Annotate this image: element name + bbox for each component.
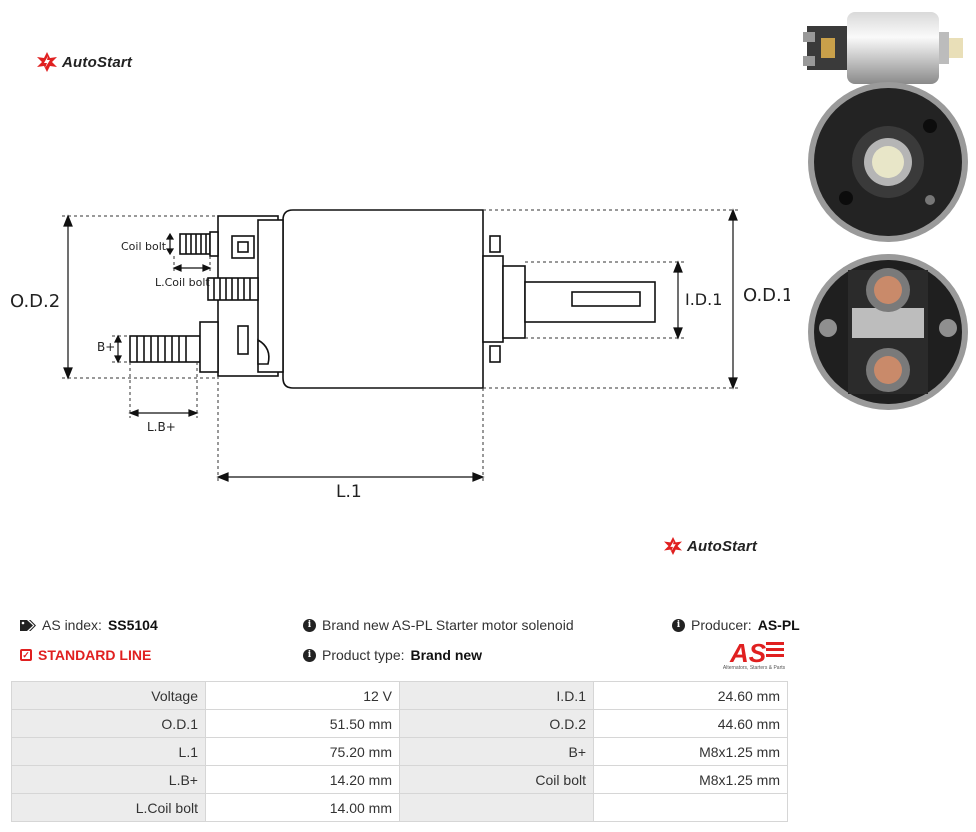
od2-label: O.D.2	[10, 291, 60, 312]
spec-value	[593, 793, 788, 822]
spec-value: 44.60 mm	[593, 709, 788, 738]
as-index-value: SS5104	[107, 617, 158, 633]
spec-value: M8x1.25 mm	[593, 765, 788, 794]
spec-label	[399, 793, 594, 822]
l1-label: L.1	[336, 482, 362, 502]
standard-line-badge: ✓ STANDARD LINE	[20, 647, 151, 663]
product-photo-back	[808, 82, 968, 242]
info-icon: i	[303, 648, 316, 662]
as-index: AS index: SS5104	[20, 617, 158, 633]
spec-value: 51.50 mm	[205, 709, 400, 738]
as-logo-letters: AS	[729, 638, 767, 666]
autostart-logo: AutoStart	[36, 52, 132, 72]
logo-text: AutoStart	[62, 53, 133, 71]
as-index-label: AS index:	[42, 617, 102, 633]
product-type: i Product type: Brand new	[303, 647, 482, 663]
spec-value: 14.00 mm	[205, 793, 400, 822]
producer-value: AS-PL	[757, 617, 800, 633]
as-pl-logo: AS Alternators, Starters & Parts	[716, 638, 792, 672]
product-type-value: Brand new	[410, 647, 483, 663]
product-description: i Brand new AS-PL Starter motor solenoid	[303, 617, 574, 633]
coilbolt-label: Coil bolt	[121, 240, 167, 253]
id1-label: I.D.1	[685, 290, 722, 309]
spec-label: L.Coil bolt	[11, 793, 206, 822]
spec-label: Coil bolt	[399, 765, 594, 794]
product-type-label: Product type:	[322, 647, 405, 663]
info-icon: i	[672, 618, 685, 632]
tag-icon	[20, 619, 36, 631]
product-photo-side	[803, 12, 963, 84]
table-row: O.D.1 51.50 mm O.D.2 44.60 mm	[11, 709, 788, 738]
line-text: STANDARD LINE	[38, 647, 152, 663]
spec-value: M8x1.25 mm	[593, 737, 788, 766]
producer: i Producer: AS-PL	[672, 617, 800, 633]
bplus-label: B+	[97, 340, 115, 354]
logo-text: AutoStart	[687, 537, 758, 555]
description-text: Brand new AS-PL Starter motor solenoid	[322, 617, 574, 633]
producer-label: Producer:	[691, 617, 752, 633]
spec-label: O.D.2	[399, 709, 594, 738]
product-photo-front	[808, 254, 968, 410]
starburst-icon	[664, 537, 682, 555]
check-square-icon: ✓	[20, 649, 32, 661]
spec-label: Voltage	[11, 681, 206, 710]
spec-label: L.1	[11, 737, 206, 766]
info-icon: i	[303, 618, 316, 632]
spec-value: 12 V	[205, 681, 400, 710]
table-row: L.Coil bolt 14.00 mm	[11, 793, 788, 822]
spec-label: B+	[399, 737, 594, 766]
specs-table: Voltage 12 V I.D.1 24.60 mm O.D.1 51.50 …	[11, 681, 788, 822]
lcoilbolt-label: L.Coil bolt	[155, 276, 210, 289]
table-row: L.1 75.20 mm B+ M8x1.25 mm	[11, 737, 788, 766]
spec-value: 75.20 mm	[205, 737, 400, 766]
spec-label: I.D.1	[399, 681, 594, 710]
spec-value: 14.20 mm	[205, 765, 400, 794]
as-logo-tagline: Alternators, Starters & Parts	[722, 665, 786, 671]
spec-label: O.D.1	[11, 709, 206, 738]
spec-value: 24.60 mm	[593, 681, 788, 710]
od1-label: O.D.1	[743, 285, 790, 306]
autostart-logo-bottom: AutoStart	[663, 537, 757, 555]
table-row: L.B+ 14.20 mm Coil bolt M8x1.25 mm	[11, 765, 788, 794]
spec-label: L.B+	[11, 765, 206, 794]
table-row: Voltage 12 V I.D.1 24.60 mm	[11, 681, 788, 710]
solenoid-technical-drawing: O.D.2 O.D.1 I.D.1 L.1 L.B+ B+ Coil bolt …	[10, 208, 790, 502]
starburst-icon	[37, 52, 57, 72]
as-pl-logo-mark: AS	[729, 638, 784, 668]
lb-label: L.B+	[147, 420, 176, 434]
